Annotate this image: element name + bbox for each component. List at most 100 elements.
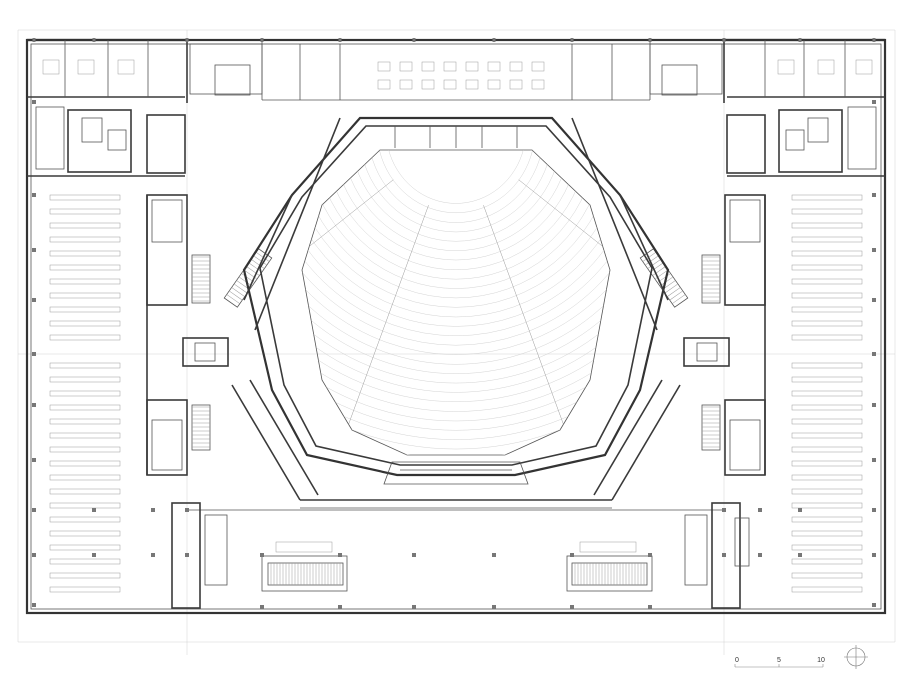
seat-row — [302, 176, 610, 318]
south-lobby — [171, 502, 750, 609]
desk-row — [791, 586, 863, 593]
column — [260, 553, 264, 557]
desk-row — [791, 222, 863, 229]
column — [151, 553, 155, 557]
desk-row — [49, 236, 121, 243]
column — [872, 553, 876, 557]
column — [722, 508, 726, 512]
seat-row — [379, 150, 533, 213]
desk-row — [49, 194, 121, 201]
desk-row — [791, 334, 863, 341]
column — [32, 603, 36, 607]
service-cores — [27, 106, 885, 177]
desk-row — [49, 306, 121, 313]
seat-row — [302, 197, 610, 402]
column — [338, 553, 342, 557]
seat-row — [361, 155, 551, 233]
column — [260, 38, 264, 42]
desk-row — [49, 208, 121, 215]
desk-row — [791, 530, 863, 537]
desk-row — [49, 418, 121, 425]
desk-row — [791, 292, 863, 299]
desk-row — [791, 306, 863, 313]
stair-flight — [191, 404, 211, 451]
column — [32, 193, 36, 197]
desk-row — [791, 278, 863, 285]
north-arrow-icon — [844, 645, 868, 669]
seat-row — [302, 194, 610, 393]
desk-row — [791, 236, 863, 243]
stair-flight — [267, 562, 344, 586]
desk-row — [49, 222, 121, 229]
column — [872, 403, 876, 407]
column — [338, 605, 342, 609]
north-lounge-furniture — [42, 59, 873, 90]
column — [722, 553, 726, 557]
desk-row — [791, 404, 863, 411]
seat-row — [335, 162, 577, 261]
stair-flight — [191, 254, 211, 304]
building-outline — [25, 38, 887, 615]
column — [412, 38, 416, 42]
aisle — [302, 179, 394, 336]
seat-row — [309, 169, 603, 289]
desk-row — [49, 488, 121, 495]
desk-row — [49, 530, 121, 537]
column — [872, 508, 876, 512]
seat-row — [302, 173, 610, 308]
desk-row — [791, 250, 863, 257]
aisle — [342, 205, 429, 441]
desk-row — [791, 516, 863, 523]
desk-row — [791, 264, 863, 271]
column — [92, 553, 96, 557]
column — [872, 352, 876, 356]
seat-row — [302, 185, 610, 355]
desk-row — [49, 278, 121, 285]
column — [338, 38, 342, 42]
seat-row — [388, 150, 524, 204]
seat-row — [302, 192, 610, 384]
east-desk-rows — [791, 194, 863, 593]
column — [872, 38, 876, 42]
desk-row — [49, 544, 121, 551]
seat-row — [302, 208, 610, 450]
desk-row — [49, 474, 121, 481]
column — [648, 553, 652, 557]
seat-row — [302, 206, 610, 440]
desk-row — [49, 460, 121, 467]
column — [32, 298, 36, 302]
column — [798, 38, 802, 42]
column — [872, 298, 876, 302]
stair-flight — [639, 248, 689, 308]
column — [32, 38, 36, 42]
column — [570, 38, 574, 42]
column — [32, 100, 36, 104]
column — [412, 605, 416, 609]
column — [92, 508, 96, 512]
desk-row — [49, 320, 121, 327]
desk-row — [49, 376, 121, 383]
column — [872, 100, 876, 104]
desk-row — [791, 502, 863, 509]
desk-row — [791, 418, 863, 425]
column — [32, 458, 36, 462]
desk-row — [49, 572, 121, 579]
column — [32, 403, 36, 407]
column — [758, 553, 762, 557]
column — [185, 553, 189, 557]
column — [32, 508, 36, 512]
desk-row — [49, 404, 121, 411]
column — [32, 352, 36, 356]
seat-row — [353, 157, 559, 242]
desk-row — [49, 502, 121, 509]
column — [872, 248, 876, 252]
seat-row — [302, 201, 610, 422]
desk-row — [49, 292, 121, 299]
desk-row — [791, 460, 863, 467]
column — [798, 508, 802, 512]
desk-row — [791, 474, 863, 481]
column — [32, 553, 36, 557]
stair-flight — [571, 562, 648, 586]
column — [648, 38, 652, 42]
